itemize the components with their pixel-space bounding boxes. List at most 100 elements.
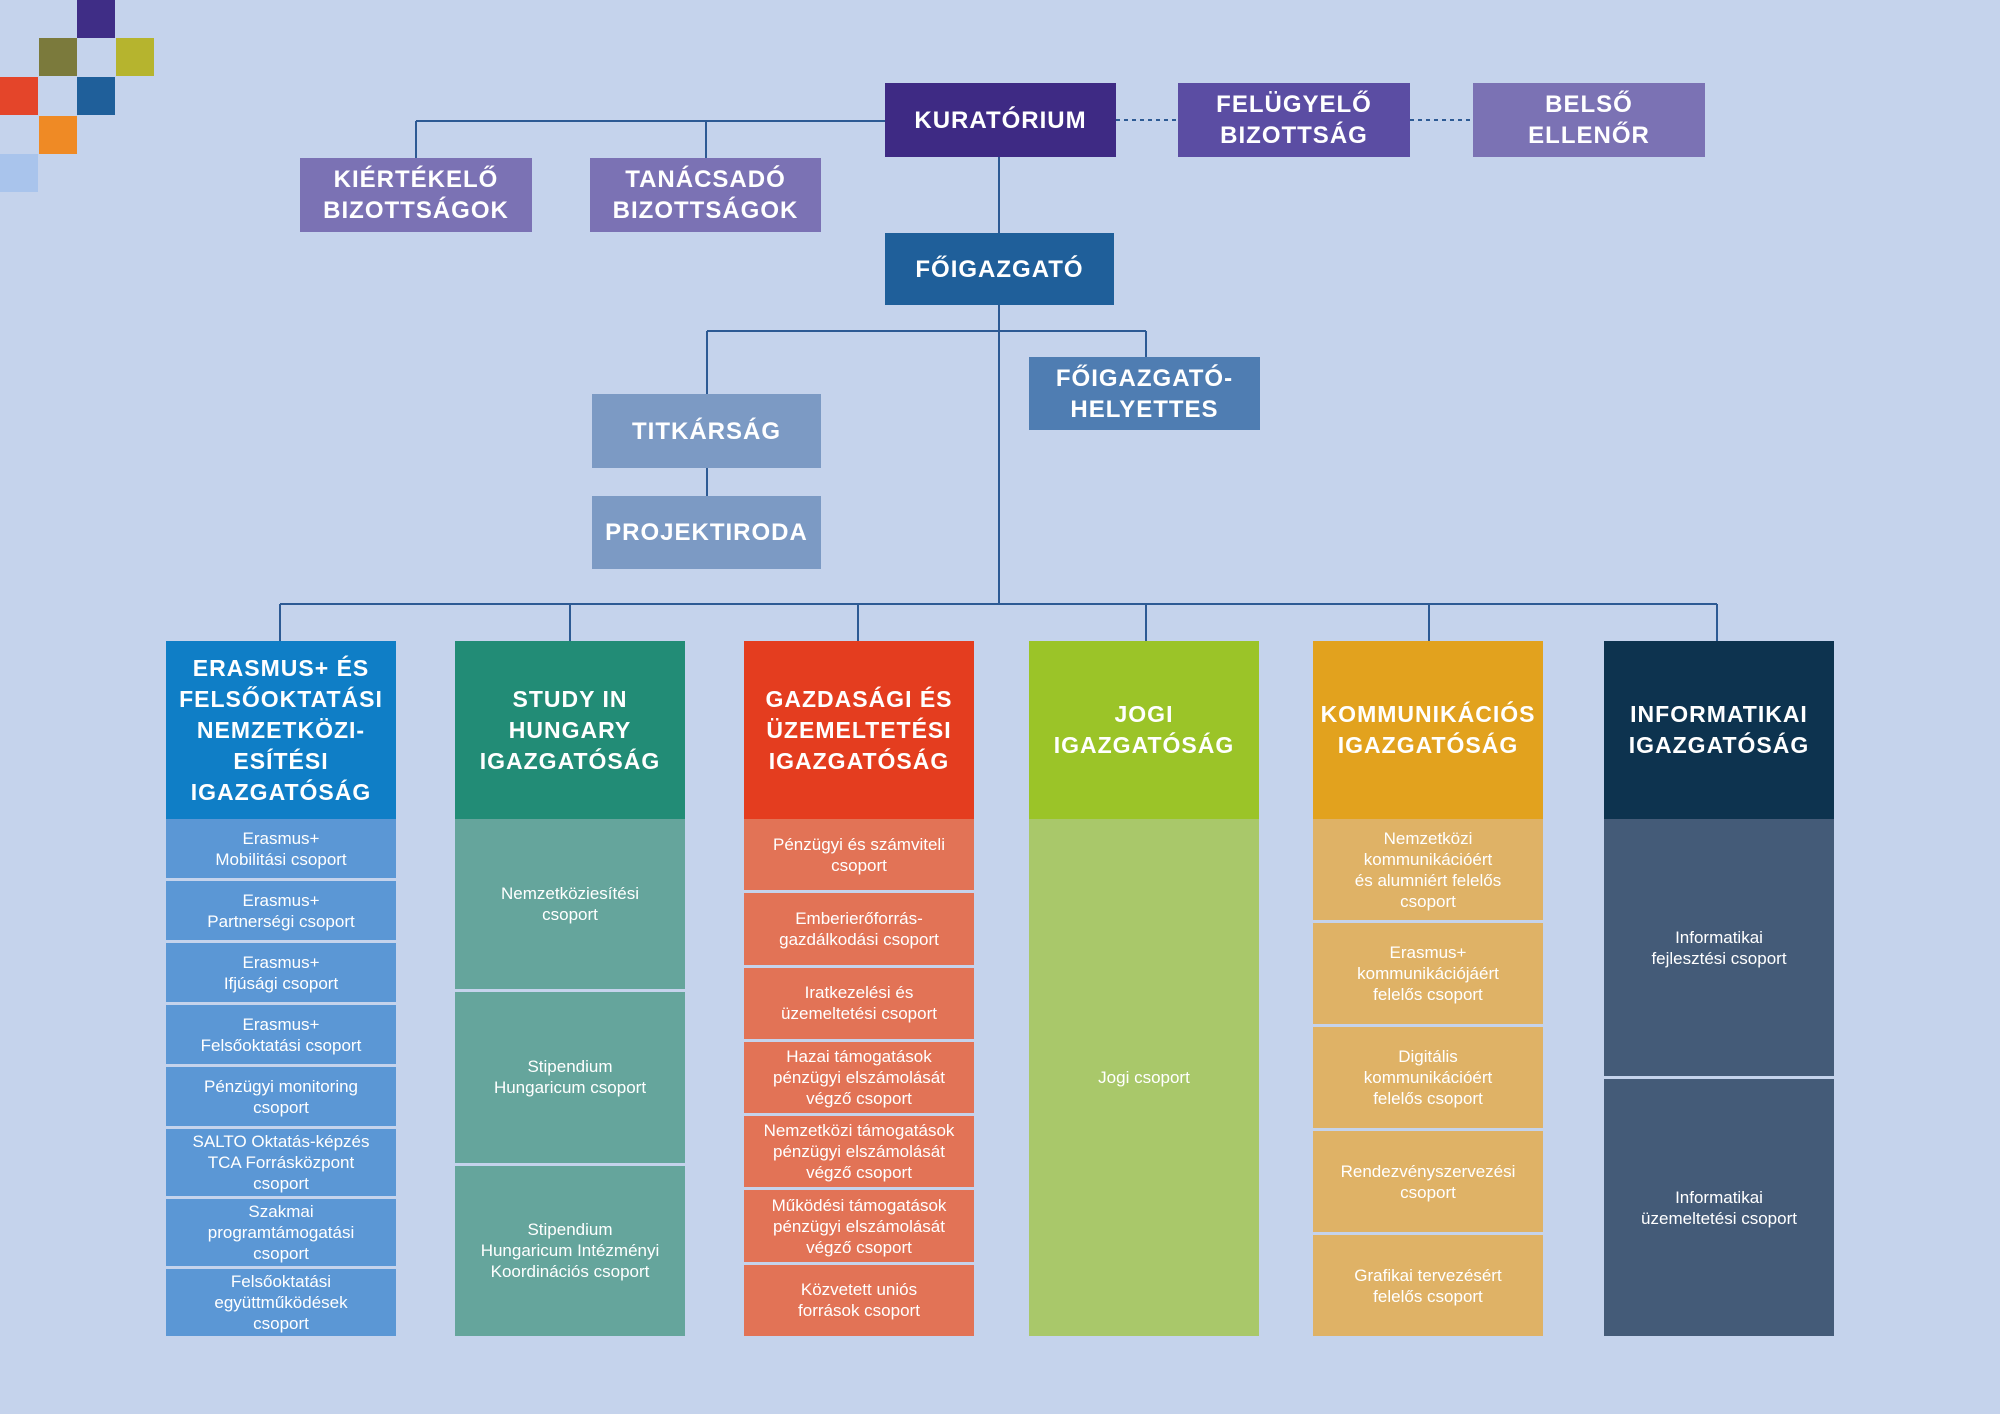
group-box: Grafikai tervezésért felelős csoport <box>1313 1235 1543 1336</box>
group-label: Erasmus+ Partnerségi csoport <box>207 890 355 931</box>
directorate-title: GAZDASÁGI ÉS ÜZEMELTETÉSI IGAZGATÓSÁG <box>744 641 974 819</box>
group-box: Hazai támogatások pénzügyi elszámolását … <box>744 1041 974 1114</box>
group-label: SALTO Oktatás-képzés TCA Forrásközpont c… <box>192 1132 370 1193</box>
tanacsado-bizottsagok-box: TANÁCSADÓ BIZOTTSÁGOK <box>590 158 821 232</box>
tanacsado-bizottsagok-label: TANÁCSADÓ BIZOTTSÁGOK <box>612 166 799 224</box>
titkarsag-label: TITKÁRSÁG <box>632 417 781 445</box>
decorative-square <box>116 38 154 76</box>
group-label: Pénzügyi monitoring csoport <box>203 1076 359 1117</box>
group-label: Erasmus+ Mobilitási csoport <box>215 828 347 869</box>
foigazgato-box: FŐIGAZGATÓ <box>885 233 1114 305</box>
group-label: Digitális kommunikációért felelős csopor… <box>1363 1047 1493 1108</box>
directorate-study-in-hungary: STUDY IN HUNGARY IGAZGATÓSÁG Nemzetközies… <box>455 641 685 1336</box>
directorate-title-label: INFORMATIKAI IGAZGATÓSÁG <box>1628 701 1810 758</box>
directorate-title-label: ERASMUS+ ÉS FELSŐOKTATÁSI NEMZETKÖZI- ES… <box>179 654 383 805</box>
felugyelo-bizottsag-label: FELÜGYELŐ BIZOTTSÁG <box>1216 91 1372 149</box>
kiertekelo-bizottsagok-box: KIÉRTÉKELŐ BIZOTTSÁGOK <box>300 158 532 232</box>
group-box: Szakmai programtámogatási csoport <box>166 1199 396 1266</box>
foigazgato-helyettes-label: FŐIGAZGATÓ- HELYETTES <box>1055 364 1234 423</box>
group-label: Erasmus+ Ifjúsági csoport <box>223 952 339 993</box>
group-box: Erasmus+ kommunikációjáért felelős csopo… <box>1313 923 1543 1024</box>
group-box: Emberierőforrás- gazdálkodási csoport <box>744 893 974 965</box>
directorate-title-label: STUDY IN HUNGARY IGAZGATÓSÁG <box>479 685 661 774</box>
projektiroda-label: PROJEKTIRODA <box>605 519 808 546</box>
group-label: Szakmai programtámogatási csoport <box>207 1202 355 1263</box>
group-label: Informatikai fejlesztési csoport <box>1651 927 1787 968</box>
group-box: Közvetett uniós források csoport <box>744 1264 974 1336</box>
group-box: Digitális kommunikációért felelős csopor… <box>1313 1027 1543 1128</box>
titkarsag-box: TITKÁRSÁG <box>592 394 821 468</box>
group-label: Stipendium Hungaricum csoport <box>493 1057 647 1098</box>
group-box: Stipendium Hungaricum Intézményi Koordin… <box>455 1165 685 1336</box>
group-label: Nemzetközi kommunikációért és alumniért … <box>1354 828 1502 911</box>
decorative-square <box>39 116 77 154</box>
kuratorium-box: KURATÓRIUM <box>885 83 1116 157</box>
belso-ellenor-label: BELSŐ ELLENŐR <box>1528 91 1650 149</box>
directorate-title-label: GAZDASÁGI ÉS ÜZEMELTETÉSI IGAZGATÓSÁG <box>765 685 953 774</box>
group-label: Felsőoktatási együttműködések csoport <box>214 1272 348 1333</box>
decorative-square <box>77 0 115 38</box>
group-label: Erasmus+ Felsőoktatási csoport <box>200 1014 362 1055</box>
directorate-title: KOMMUNIKÁCIÓS IGAZGATÓSÁG <box>1313 641 1543 819</box>
group-box: Működési támogatások pénzügyi elszámolás… <box>744 1190 974 1262</box>
group-box: Erasmus+ Ifjúsági csoport <box>166 943 396 1002</box>
belso-ellenor-box: BELSŐ ELLENŐR <box>1473 83 1705 157</box>
projektiroda-box: PROJEKTIRODA <box>592 496 821 569</box>
group-label: Emberierőforrás- gazdálkodási csoport <box>779 908 939 949</box>
group-box: Rendezvényszervezési csoport <box>1313 1131 1543 1232</box>
group-label: Jogi csoport <box>1098 1068 1190 1087</box>
group-list: Jogi csoport <box>1029 819 1259 1336</box>
group-label: Működési támogatások pénzügyi elszámolás… <box>771 1195 947 1257</box>
decorative-square <box>39 38 77 76</box>
directorate-title: STUDY IN HUNGARY IGAZGATÓSÁG <box>455 641 685 819</box>
group-box: Felsőoktatási együttműködések csoport <box>166 1269 396 1336</box>
group-box: Erasmus+ Felsőoktatási csoport <box>166 1005 396 1064</box>
group-box: Iratkezelési és üzemeltetési csoport <box>744 967 974 1039</box>
group-box: Erasmus+ Partnerségi csoport <box>166 881 396 940</box>
felugyelo-bizottsag-box: FELÜGYELŐ BIZOTTSÁG <box>1178 83 1410 157</box>
directorate-informatikai: INFORMATIKAI IGAZGATÓSÁG Informatikai fej… <box>1604 641 1834 1336</box>
directorate-title: JOGI IGAZGATÓSÁG <box>1029 641 1259 819</box>
group-box: SALTO Oktatás-képzés TCA Forrásközpont c… <box>166 1129 396 1196</box>
directorate-title-label: JOGI IGAZGATÓSÁG <box>1053 701 1235 758</box>
directorate-erasmus: ERASMUS+ ÉS FELSŐOKTATÁSI NEMZETKÖZI- ES… <box>166 641 396 1336</box>
kiertekelo-bizottsagok-label: KIÉRTÉKELŐ BIZOTTSÁGOK <box>323 166 509 224</box>
group-box: Nemzetközi támogatások pénzügyi elszámol… <box>744 1116 974 1188</box>
group-label: Iratkezelési és üzemeltetési csoport <box>781 983 937 1024</box>
group-label: Informatikai üzemeltetési csoport <box>1641 1187 1797 1228</box>
directorate-title: INFORMATIKAI IGAZGATÓSÁG <box>1604 641 1834 819</box>
directorate-title-label: KOMMUNIKÁCIÓS IGAZGATÓSÁG <box>1320 701 1536 758</box>
directorate-gazdasagi: GAZDASÁGI ÉS ÜZEMELTETÉSI IGAZGATÓSÁG Pén… <box>744 641 974 1336</box>
group-box: Nemzetközi kommunikációért és alumniért … <box>1313 819 1543 920</box>
directorate-kommunikacios: KOMMUNIKÁCIÓS IGAZGATÓSÁG Nemzetközi komm… <box>1313 641 1543 1336</box>
group-box: Informatikai üzemeltetési csoport <box>1604 1079 1834 1336</box>
group-label: Közvetett uniós források csoport <box>798 1280 920 1321</box>
group-box: Nemzetköziesítési csoport <box>455 819 685 990</box>
group-box: Pénzügyi monitoring csoport <box>166 1067 396 1126</box>
group-box: Jogi csoport <box>1029 819 1259 1336</box>
decorative-square <box>77 77 115 115</box>
group-label: Nemzetközi támogatások pénzügyi elszámol… <box>763 1121 955 1183</box>
foigazgato-helyettes-box: FŐIGAZGATÓ- HELYETTES <box>1029 357 1260 430</box>
kuratorium-label: KURATÓRIUM <box>914 106 1087 134</box>
group-box: Informatikai fejlesztési csoport <box>1604 819 1834 1076</box>
group-label: Pénzügyi és számviteli csoport <box>773 834 945 875</box>
group-label: Hazai támogatások pénzügyi elszámolását … <box>773 1046 945 1108</box>
foigazgato-label: FŐIGAZGATÓ <box>915 255 1084 283</box>
group-box: Erasmus+ Mobilitási csoport <box>166 819 396 878</box>
decorative-square <box>0 77 38 115</box>
group-label: Erasmus+ kommunikációjáért felelős csopo… <box>1357 943 1499 1004</box>
directorate-title: ERASMUS+ ÉS FELSŐOKTATÁSI NEMZETKÖZI- ES… <box>166 641 396 819</box>
group-label: Grafikai tervezésért felelős csoport <box>1354 1265 1502 1306</box>
group-box: Pénzügyi és számviteli csoport <box>744 819 974 891</box>
group-label: Rendezvényszervezési csoport <box>1340 1161 1516 1202</box>
directorate-jogi: JOGI IGAZGATÓSÁG Jogi csoport <box>1029 641 1259 1336</box>
group-list: Nemzetközi kommunikációért és alumniért … <box>1313 819 1543 1336</box>
group-label: Nemzetköziesítési csoport <box>501 884 639 925</box>
group-label: Stipendium Hungaricum Intézményi Koordin… <box>480 1220 660 1282</box>
